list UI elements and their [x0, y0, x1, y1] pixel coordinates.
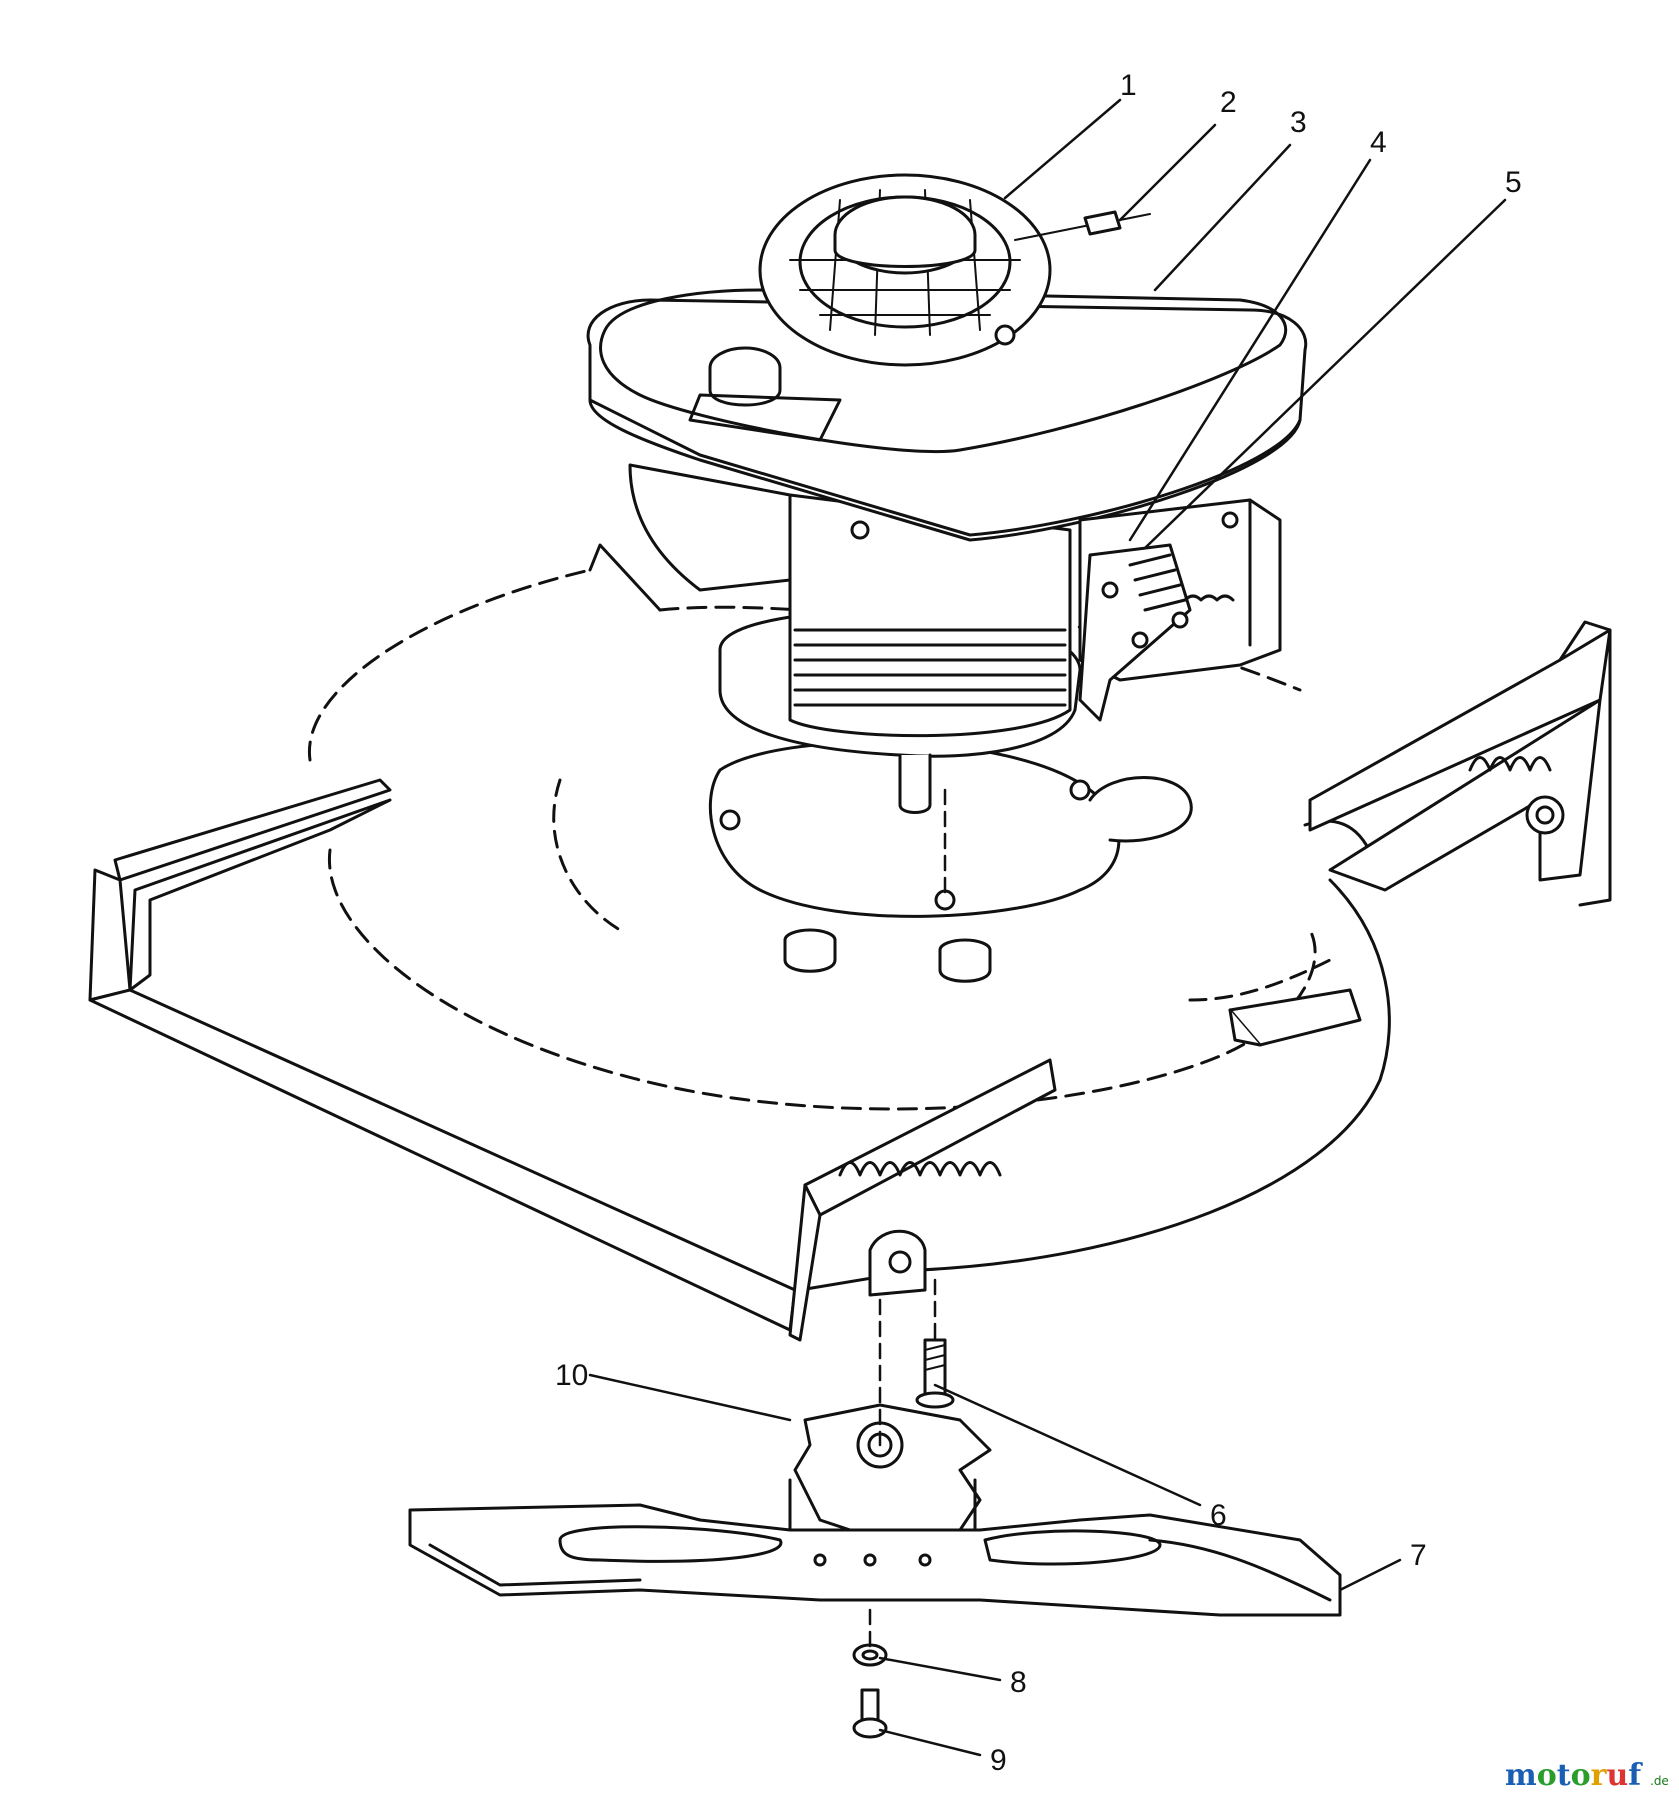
- leader-lines: [588, 98, 1507, 1757]
- watermark-tld: .de: [1650, 1774, 1669, 1788]
- right-height-adjuster: [1308, 620, 1612, 907]
- callout-7: 7: [1410, 1539, 1427, 1572]
- callout-labels: 1 2 3 4 5 6 7 8 9 10: [555, 69, 1522, 1777]
- blade-washer: [852, 1643, 888, 1667]
- callout-5: 5: [1505, 166, 1522, 199]
- callout-8: 8: [1010, 1666, 1027, 1699]
- blade-bolt-lower: [852, 1688, 888, 1739]
- callout-3: 3: [1290, 106, 1307, 139]
- callout-2: 2: [1220, 86, 1237, 119]
- engine: [586, 173, 1308, 814]
- alignment-lines: [868, 788, 947, 1652]
- watermark-logo: motoruf .de: [1505, 1758, 1669, 1793]
- engine-mount-plate: [708, 740, 1193, 918]
- callout-9: 9: [990, 1744, 1007, 1777]
- watermark-brand: motoruf: [1505, 1758, 1643, 1793]
- spacers: [783, 928, 992, 983]
- front-height-adjuster: [788, 1058, 1057, 1342]
- callout-4: 4: [1370, 126, 1387, 159]
- blade-bolt-upper: [915, 1338, 955, 1409]
- callout-10: 10: [555, 1359, 588, 1392]
- callout-6: 6: [1210, 1499, 1227, 1532]
- blade: [408, 1503, 1342, 1617]
- callout-1: 1: [1120, 69, 1137, 102]
